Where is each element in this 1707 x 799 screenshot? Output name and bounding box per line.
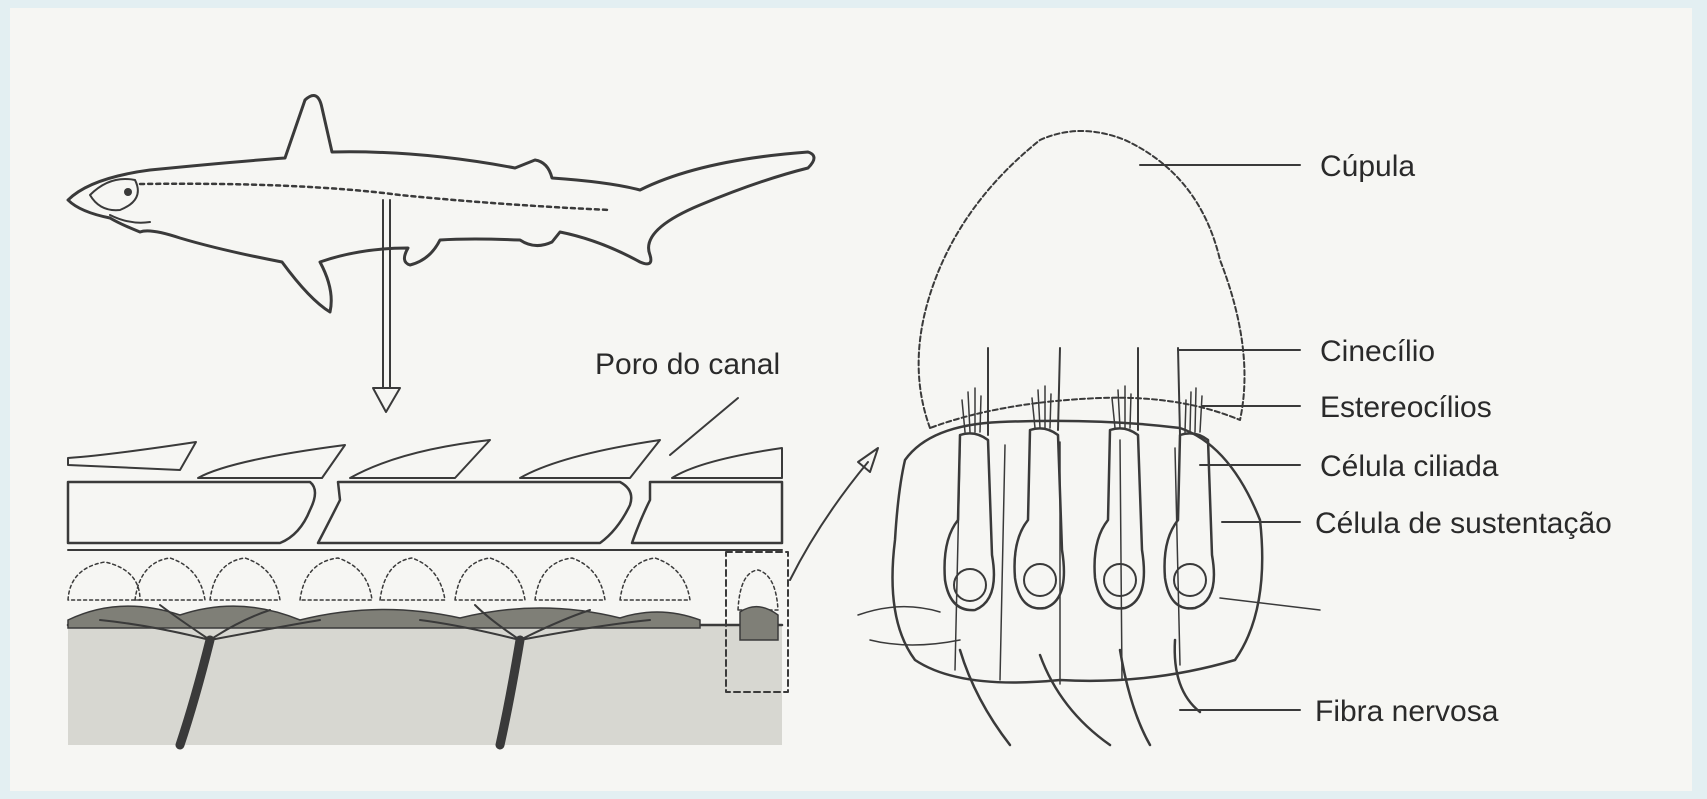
nerve-fibres <box>960 640 1200 745</box>
leader-lines <box>1140 165 1300 710</box>
hair-cells <box>945 428 1214 610</box>
cupula-shape <box>919 131 1245 428</box>
label-celula-de-sustentacao: Célula de sustentação <box>1315 507 1612 540</box>
label-fibra-nervosa: Fibra nervosa <box>1315 695 1499 728</box>
label-cupula: Cúpula <box>1320 150 1415 183</box>
label-celula-ciliada: Célula ciliada <box>1320 450 1499 483</box>
label-cinecilio: Cinecílio <box>1320 335 1435 368</box>
canal-section <box>68 398 878 745</box>
label-poro-do-canal: Poro do canal <box>595 348 780 381</box>
support-cell-mass <box>893 421 1263 683</box>
neuromast-detail <box>858 131 1320 745</box>
label-estereocilios: Estereocílios <box>1320 391 1492 424</box>
